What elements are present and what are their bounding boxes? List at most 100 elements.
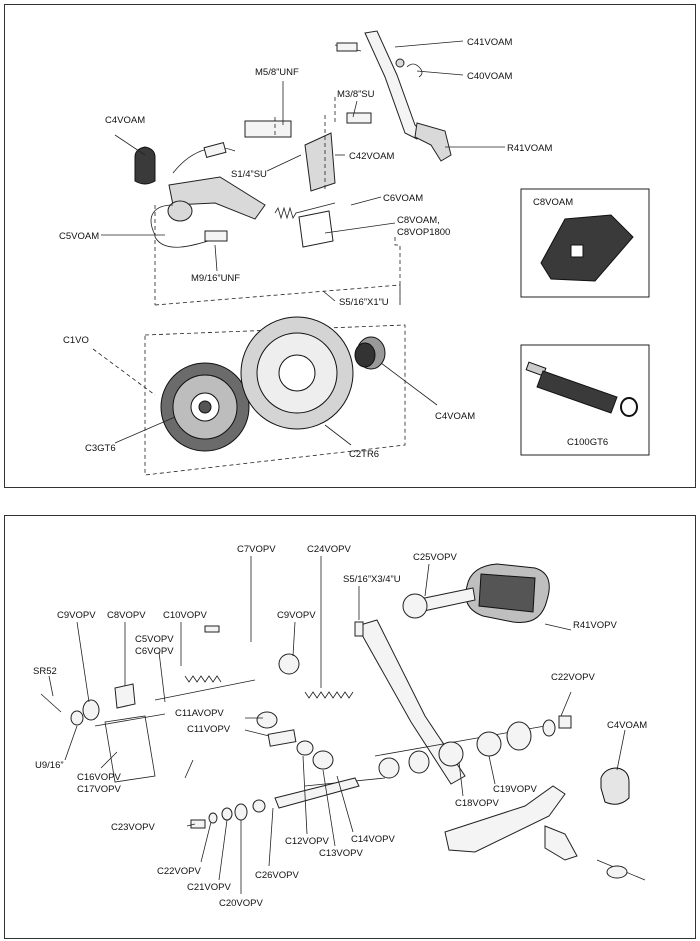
shaft-bush-b <box>408 750 430 774</box>
rod-end-c11vopv <box>267 729 297 747</box>
label-c24vopv: C24VOPV <box>307 544 351 555</box>
clip-c22vopv <box>208 812 218 824</box>
washer-c21vopv <box>221 807 233 821</box>
bolt-s5-16 <box>354 621 364 637</box>
label-c6voam: C6VOAM <box>383 193 423 204</box>
label-c5voam: C5VOAM <box>59 231 99 242</box>
pedal-lever <box>364 30 424 140</box>
label-c8voam-line1: C8VOAM, <box>397 215 440 226</box>
label-c10vopv: C10VOPV <box>163 610 207 621</box>
label-s5-16x3-4u: S5/16”X3/4”U <box>343 574 401 585</box>
slave-cylinder <box>167 200 193 222</box>
label-c17vopv: C17VOPV <box>77 784 121 795</box>
label-c2tr6: C2TR6 <box>349 449 379 460</box>
label-c8vopv: C8VOPV <box>107 610 146 621</box>
pressure-plate <box>240 316 354 430</box>
master-cylinder <box>244 120 292 138</box>
label-c20vopv: C20VOPV <box>219 898 263 909</box>
inset-c100gt6-label: C100GT6 <box>567 437 608 448</box>
spacer <box>558 715 572 729</box>
clutch-hydraulics-diagram: C41VOAM C40VOAM M5/8”UNF M3/8”SU C4VOAM … <box>59 30 650 476</box>
label-c12vopv: C12VOPV <box>285 836 329 847</box>
release-bearing <box>354 336 386 370</box>
label-c13vopv: C13VOPV <box>319 848 363 859</box>
pedal-pad <box>465 563 550 624</box>
label-c23vopv: C23VOPV <box>111 822 155 833</box>
pipe-union <box>204 230 228 242</box>
label-c22vopv-right: C22VOPV <box>551 672 595 683</box>
label-m5-8unf: M5/8”UNF <box>255 67 299 78</box>
gaiter <box>298 210 334 248</box>
label-c18vopv: C18VOPV <box>455 798 499 809</box>
pushrod <box>346 112 372 124</box>
label-c14vopv: C14VOPV <box>351 834 395 845</box>
tension-spring <box>184 675 222 683</box>
clutch-hydraulics-panel: C41VOAM C40VOAM M5/8”UNF M3/8”SU C4VOAM … <box>4 4 696 488</box>
label-c16vopv: C16VOPV <box>77 772 121 783</box>
shaft-bush-a <box>378 757 400 779</box>
label-c11vopv: C11VOPV <box>187 724 231 735</box>
pivot-pin <box>336 42 358 52</box>
label-c9vopv-right: C9VOPV <box>277 610 316 621</box>
label-c42voam: C42VOAM <box>349 151 394 162</box>
inset-c8voam-box: C8VOAM <box>520 188 650 298</box>
label-c19vopv: C19VOPV <box>493 784 537 795</box>
pedal-linkage-panel: C7VOPV C24VOPV C25VOPV S5/16”X3/4”U C9VO… <box>4 515 696 939</box>
label-r41vopv: R41VOPV <box>573 620 617 631</box>
label-c22vopv-left: C22VOPV <box>157 866 201 877</box>
clevis-rod <box>274 777 360 809</box>
washer-c20vopv <box>234 803 248 821</box>
label-c8voam-line2: C8VOP1800 <box>397 227 450 238</box>
label-c4voam-top: C4VOAM <box>105 115 145 126</box>
nipple-c23vopv <box>190 819 206 829</box>
label-c9vopv-left: C9VOPV <box>57 610 96 621</box>
label-c1vo: C1VO <box>63 335 89 346</box>
bracket-c8vopv <box>114 683 136 709</box>
bush-c9vopv <box>278 653 300 675</box>
gaiter-inset-image <box>540 214 634 282</box>
release-bearing <box>600 767 630 805</box>
label-m9-16unf: M9/16”UNF <box>191 273 240 284</box>
shaft-bush-c <box>438 741 464 767</box>
inset-c8voam-label: C8VOAM <box>533 197 573 208</box>
pedal-linkage-diagram: C7VOPV C24VOPV C25VOPV S5/16”X3/4”U C9VO… <box>33 544 647 909</box>
label-c4voam: C4VOAM <box>607 720 647 731</box>
circlip <box>542 719 556 737</box>
label-c21vopv: C21VOPV <box>187 882 231 893</box>
label-c5vopv: C5VOPV <box>135 634 174 645</box>
label-s5-16x1u: S5/16”X1”U <box>339 297 389 308</box>
label-c6vopv: C6VOPV <box>135 646 174 657</box>
clutch-disc <box>160 362 250 452</box>
washer-left <box>82 699 100 721</box>
label-c26vopv: C26VOPV <box>255 870 299 881</box>
pin-sr52 <box>40 693 62 713</box>
label-c25vopv: C25VOPV <box>413 552 457 563</box>
mounting-bracket <box>304 132 336 192</box>
alignment-tool-image <box>525 361 638 417</box>
pedal-bush <box>402 593 428 619</box>
pedal-pad <box>414 122 452 162</box>
label-c40voam: C40VOAM <box>467 71 512 82</box>
label-s1-4su: S1/4”SU <box>231 169 267 180</box>
pivot-bush <box>395 58 405 68</box>
label-c4voam-bottom: C4VOAM <box>435 411 475 422</box>
label-sr52: SR52 <box>33 666 57 677</box>
washer-c12vopv <box>296 740 314 756</box>
label-c41voam: C41VOAM <box>467 37 512 48</box>
pedal-lever <box>356 619 466 785</box>
nut-c11avopv <box>256 711 278 729</box>
label-m3-8su: M3/8”SU <box>337 89 375 100</box>
label-c11avopv: C11AVOPV <box>175 708 224 719</box>
label-c3gt6: C3GT6 <box>85 443 116 454</box>
shaft-bush-e <box>506 721 532 751</box>
reservoir <box>134 146 156 185</box>
label-u9-16: U9/16” <box>35 760 64 771</box>
return-spring <box>304 691 354 699</box>
shaft-bush-d <box>476 731 502 757</box>
label-r41voam: R41VOAM <box>507 143 552 154</box>
release-fork <box>444 785 566 853</box>
pivot-bolt <box>606 865 628 879</box>
label-c7vopv: C7VOPV <box>237 544 276 555</box>
bush-c13vopv <box>312 750 334 770</box>
bolt-c10vopv <box>204 625 220 633</box>
